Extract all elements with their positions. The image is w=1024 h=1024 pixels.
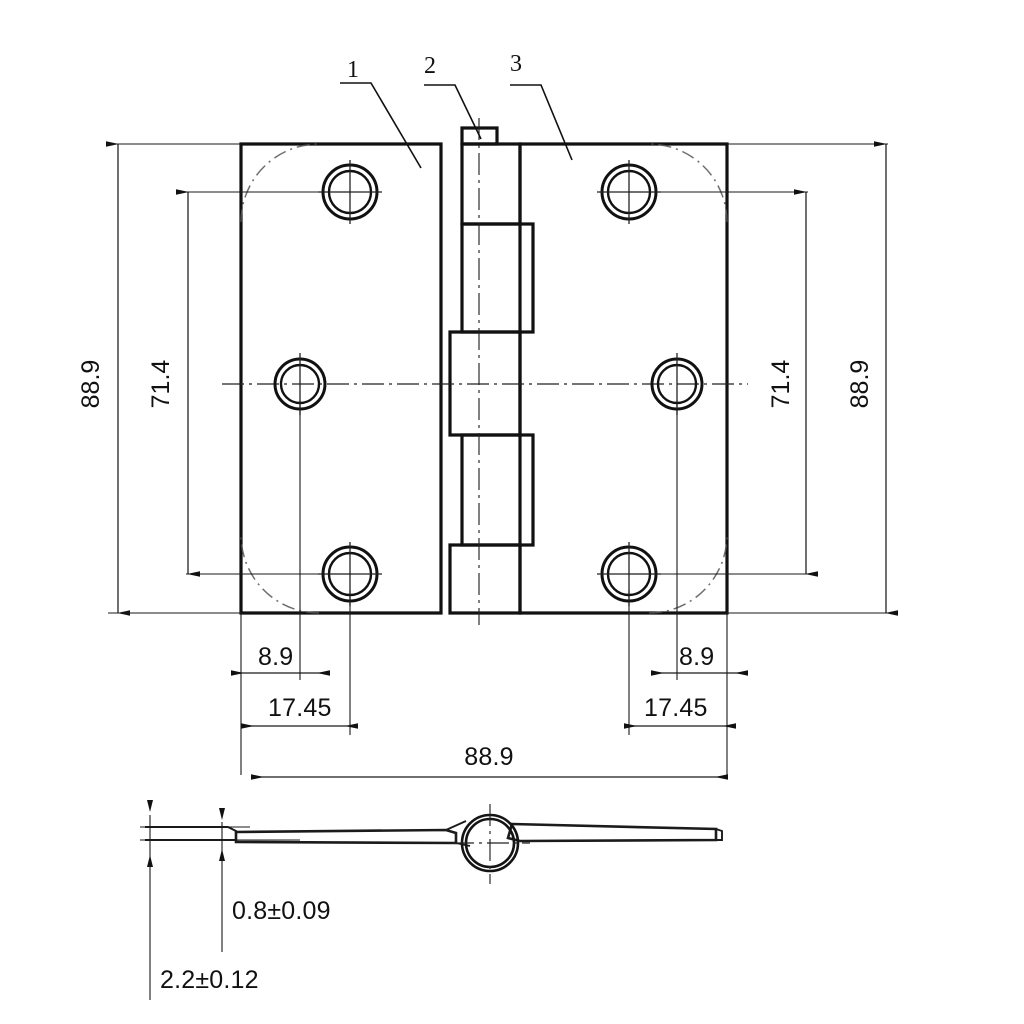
- corner-radius-arc-top-right: [648, 143, 728, 223]
- dim-text-overall-width: 88.9: [464, 743, 513, 771]
- dim-text-right-overall: 88.9: [846, 360, 874, 409]
- dim-text-right-8-9: 8.9: [679, 643, 714, 671]
- balloon-leaders: [340, 82, 573, 169]
- corner-radius-arc-bottom-right: [648, 534, 728, 614]
- side-section-view: [140, 800, 723, 1000]
- balloon-label-3: 3: [510, 51, 522, 77]
- dim-text-right-span: 71.4: [767, 360, 795, 409]
- left-leaf-plate: [239, 142, 443, 615]
- dim-text-left-17-45: 17.45: [268, 694, 332, 722]
- leader-line-1: [340, 82, 422, 169]
- dim-text-knuckle-thickness: 2.2±0.12: [160, 966, 259, 994]
- balloon-label-2: 2: [424, 53, 436, 79]
- dim-right-edge-to-hole-group: [624, 400, 748, 775]
- balloon-label-1: 1: [347, 57, 359, 83]
- dim-left-overall-88-9: [106, 141, 170, 616]
- dim-text-right-17-45: 17.45: [644, 694, 708, 722]
- hole-extension-lines: [116, 143, 888, 614]
- dim-text-left-overall: 88.9: [77, 360, 105, 409]
- dim-text-left-span: 71.4: [147, 360, 175, 409]
- dim-text-left-8-9: 8.9: [258, 643, 293, 671]
- side-left-leaf-neck: [445, 820, 467, 831]
- corner-radius-arc-bottom-left: [240, 534, 320, 614]
- front-view: [116, 118, 888, 625]
- leader-line-2: [424, 84, 482, 140]
- thin-dim-arrows: [147, 800, 225, 867]
- dim-text-leaf-thickness: 0.8±0.09: [232, 897, 331, 925]
- dim-left-edge-to-hole-group: [231, 400, 358, 775]
- side-right-leaf-body: [506, 822, 718, 843]
- side-right-leaf-tip: [715, 828, 723, 841]
- hinge-knuckle-barrel: [448, 118, 535, 625]
- leader-line-3: [510, 84, 573, 161]
- corner-radius-arc-top-left: [240, 143, 320, 223]
